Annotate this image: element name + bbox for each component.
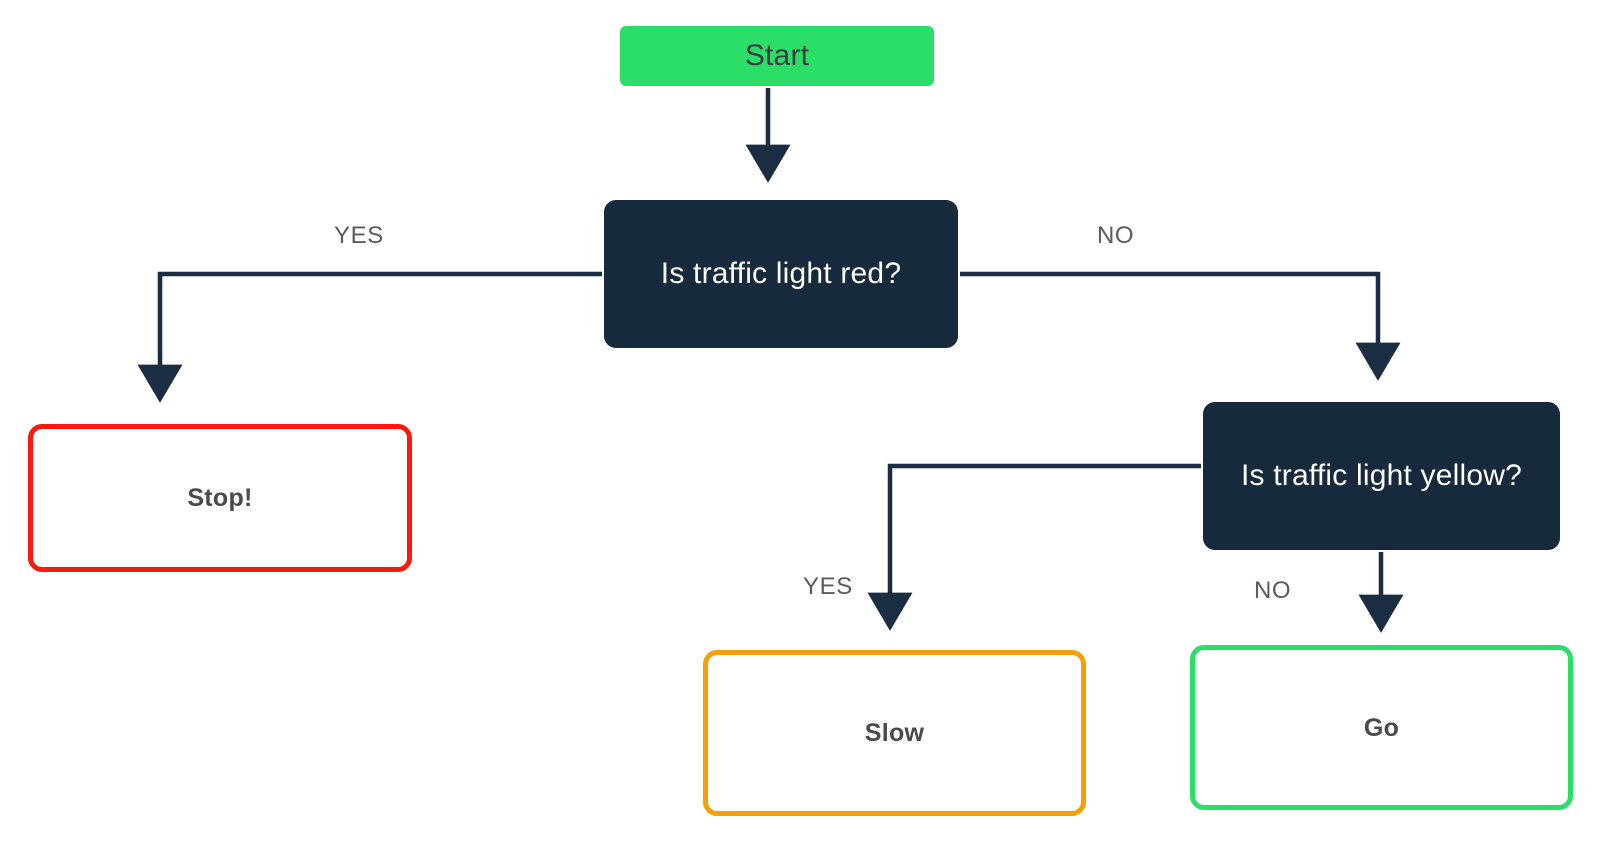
node-decision-is-traffic-light-red[interactable]: Is traffic light red? — [604, 200, 958, 348]
node-terminal-stop[interactable]: Stop! — [28, 424, 412, 572]
edge-red-yes-to-stop — [137, 271, 602, 403]
node-terminal-slow[interactable]: Slow — [703, 650, 1086, 816]
node-start[interactable]: Start — [620, 26, 934, 86]
edge-red-no-to-yellow — [960, 271, 1401, 381]
edge-label-yellow-yes: YES — [803, 573, 853, 600]
node-decision-is-traffic-light-yellow[interactable]: Is traffic light yellow? — [1203, 402, 1560, 550]
edge-label-red-no: NO — [1097, 222, 1135, 249]
edge-label-yellow-no: NO — [1254, 577, 1292, 604]
node-terminal-go[interactable]: Go — [1190, 645, 1573, 810]
edge-label-red-yes: YES — [334, 222, 384, 249]
edge-yellow-yes-to-slow — [867, 463, 1201, 631]
